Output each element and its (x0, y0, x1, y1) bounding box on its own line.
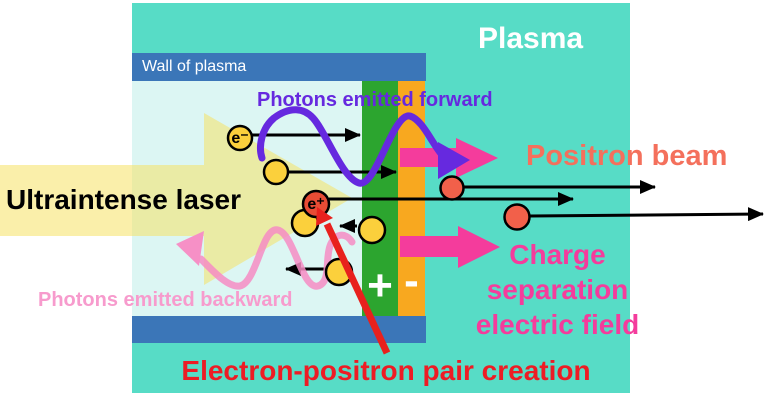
plasma-label: Plasma (478, 22, 584, 55)
positron-arrow (529, 207, 764, 222)
photons-forward-label: Photons emitted forward (257, 89, 493, 111)
backward-photon-wave (197, 226, 356, 290)
plus-sign: + (367, 261, 393, 310)
forward-photon-wave (257, 106, 447, 187)
positron-particle (439, 175, 465, 201)
pair-creation-arrowhead (316, 207, 333, 226)
positron-particle (503, 203, 531, 231)
pair-creation-arrow (323, 222, 391, 355)
photons-backward-label: Photons emitted backward (38, 289, 293, 311)
plasma-wall-top-bar (132, 53, 426, 81)
backward-photon-arrowhead (176, 231, 204, 266)
forward-photon-arrowhead (438, 142, 470, 179)
electron-particle (357, 215, 387, 245)
positron-particle (301, 189, 331, 219)
field-arrow-lower (400, 226, 500, 268)
positron-symbol-label: e⁺ (307, 196, 325, 213)
wall-of-plasma-label: Wall of plasma (142, 58, 247, 75)
charge-separation-field-label: Charge separation electric field (475, 239, 640, 340)
pair-creation-title: Electron-positron pair creation (181, 355, 591, 386)
electron-particle (262, 158, 290, 186)
ultraintense-laser-label: Ultraintense laser (6, 184, 241, 215)
electron-particle (226, 124, 254, 152)
minus-sign: - (404, 256, 419, 305)
positron-beam-label: Positron beam (526, 140, 728, 172)
electron-symbol-label: e⁻ (231, 130, 249, 147)
